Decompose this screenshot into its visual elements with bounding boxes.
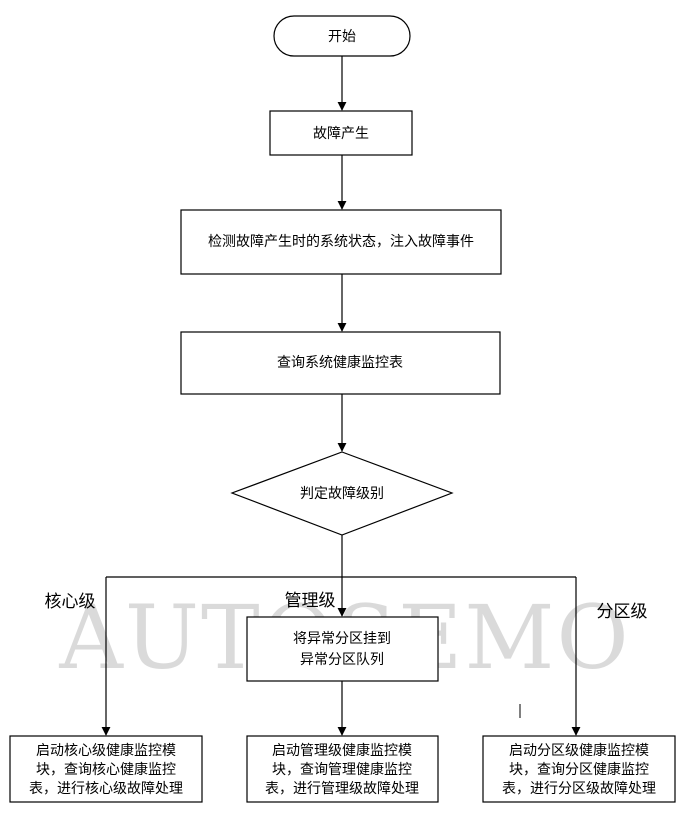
query-label: 查询系统健康监控表 — [277, 354, 403, 371]
part-label-line1: 启动分区级健康监控模 — [509, 742, 649, 759]
mgmt-node — [246, 735, 439, 803]
queue-label-line1: 将异常分区挂到 — [293, 631, 391, 647]
detect-node — [180, 209, 502, 275]
core-label-line1: 启动核心级健康监控模 — [36, 742, 176, 759]
mgmt-label-line1: 启动管理级健康监控模 — [272, 742, 412, 759]
mgmt-label-line2: 块，查询管理健康监控 — [272, 761, 412, 778]
part-label-line3: 表，进行分区级故障处理 — [502, 781, 656, 797]
query-node — [180, 331, 501, 395]
core-label-line2: 块，查询核心健康监控 — [36, 761, 176, 778]
fault-node — [269, 110, 413, 156]
core-label-line3: 表，进行核心级故障处理 — [29, 781, 183, 797]
core-node — [9, 735, 203, 803]
branch-label-core: 核心级 — [45, 592, 96, 612]
branch-label-part: 分区级 — [597, 602, 648, 622]
fault-label: 故障产生 — [313, 126, 369, 142]
decision-label: 判定故障级别 — [300, 486, 384, 502]
branch-label-mgmt: 管理级 — [285, 591, 336, 611]
part-node — [482, 735, 676, 803]
start-label: 开始 — [328, 29, 356, 45]
part-label-line2: 块，查询分区健康监控 — [509, 761, 649, 778]
queue-label-line2: 异常分区队列 — [300, 652, 384, 668]
mgmt-label-line3: 表，进行管理级故障处理 — [265, 781, 419, 797]
queue-node — [246, 616, 439, 682]
detect-label: 检测故障产生时的系统状态，注入故障事件 — [208, 234, 474, 250]
